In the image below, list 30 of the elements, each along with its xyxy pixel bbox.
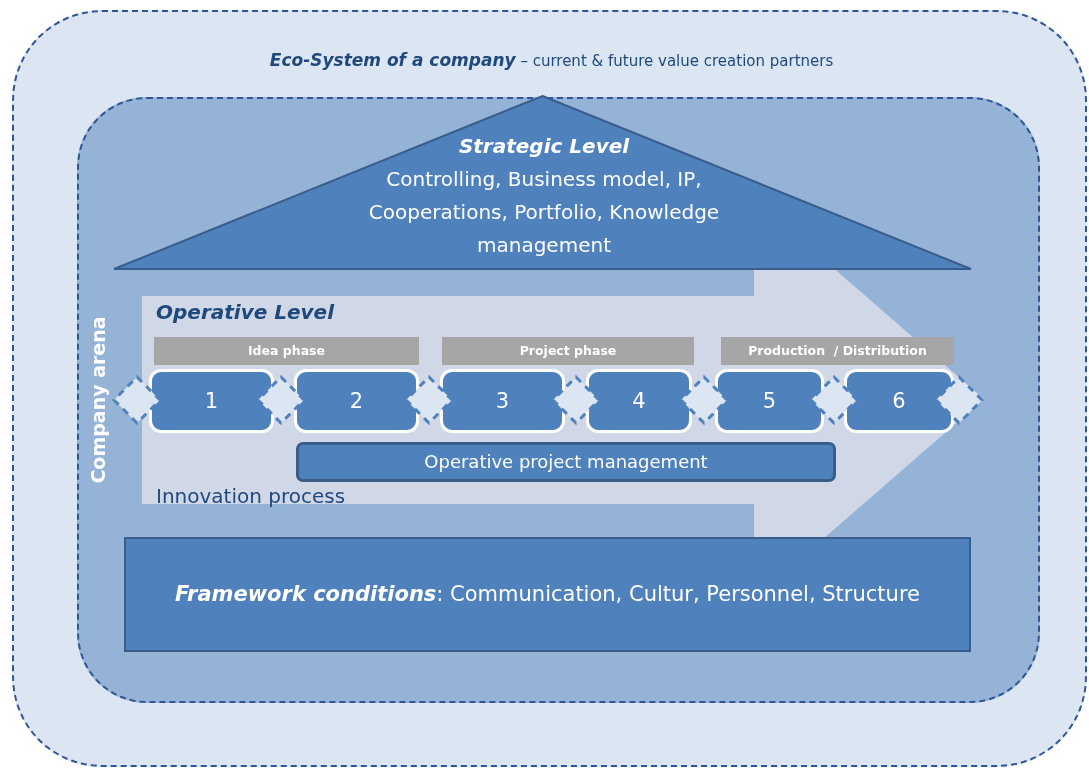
process-step-box [440, 369, 565, 433]
company-arena-area [76, 96, 1040, 703]
ecosystem-area [12, 10, 1087, 767]
process-step-box [294, 369, 419, 433]
framework-conditions-box [124, 537, 971, 652]
phase-bar [721, 337, 954, 365]
process-step-box [586, 369, 692, 433]
operative-project-management-label: Operative project management [423, 450, 709, 474]
phase-bar [154, 337, 419, 365]
phase-label: Project phase [518, 342, 618, 360]
phase-label: Idea phase [246, 342, 327, 360]
step-number: 3 [494, 388, 511, 415]
operative-level-heading: Operative Level [156, 300, 336, 326]
process-step-box [715, 369, 824, 433]
ecosystem-title: Eco-System of a company – current & future value creation partners [268, 49, 835, 72]
step-number: 5 [761, 388, 778, 415]
phase-label: Production / Distribution [747, 342, 928, 360]
process-step-box [149, 369, 274, 433]
step-number: 1 [203, 388, 220, 415]
step-number: 6 [891, 388, 907, 415]
framework-conditions-text: Framework conditions: Communication, Cultur, Personnel, Structure [174, 581, 921, 608]
operative-project-management-bar [296, 442, 836, 482]
process-step-box [844, 369, 954, 433]
step-number: 2 [348, 388, 365, 415]
innovation-process-label: Innovation process [156, 484, 347, 510]
phase-bar [442, 337, 694, 365]
step-number: 4 [631, 388, 647, 415]
strategic-level-heading: Strategic Level [457, 134, 631, 160]
strategic-level-description: Controlling, Business model, IP, Cooperations, Portfolio, Knowledge management [367, 166, 721, 259]
company-arena-label: Company arena [87, 316, 109, 484]
